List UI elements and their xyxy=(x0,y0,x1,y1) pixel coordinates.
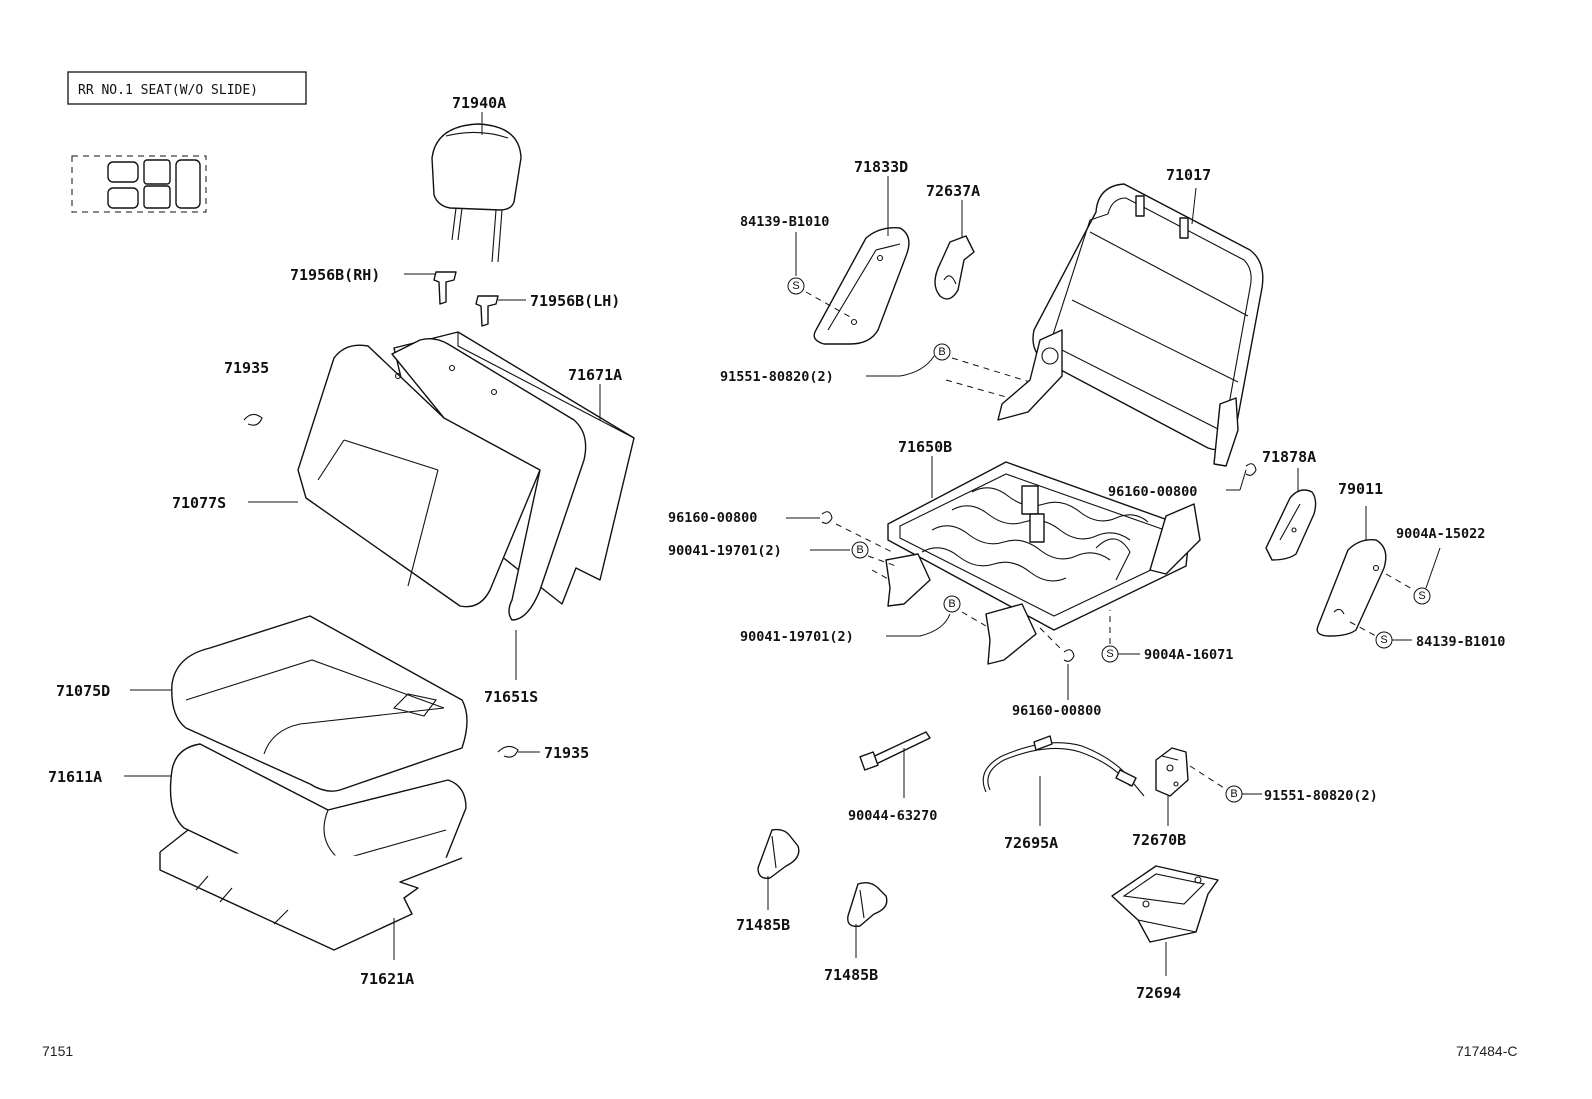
label-71077S: 71077S xyxy=(172,494,226,512)
shield-cover-79011[interactable] xyxy=(1316,539,1387,637)
label-9004A-16071: 9004A-16071 xyxy=(1144,647,1233,663)
label-71833D: 71833D xyxy=(854,158,908,176)
clip-96160-b[interactable] xyxy=(1245,463,1257,476)
label-71956B-rh: 71956B(RH) xyxy=(290,266,380,284)
label-84139-bottom: 84139-B1010 xyxy=(1416,634,1505,650)
label-90041-a: 90041-19701(2) xyxy=(668,543,782,559)
badge-s-9004A-15022: S xyxy=(1413,587,1431,605)
label-71671A: 71671A xyxy=(568,366,622,384)
label-71485B-b: 71485B xyxy=(824,966,878,984)
headrest-71940A[interactable] xyxy=(431,123,522,263)
seat-cushion-frame-71650B[interactable] xyxy=(885,461,1201,665)
footer-left-code: 7151 xyxy=(42,1043,73,1059)
label-71611A: 71611A xyxy=(48,768,102,786)
svg-text:B: B xyxy=(948,598,955,610)
badge-b-90041-b: B xyxy=(943,595,961,613)
badge-b-90041-a: B xyxy=(851,541,869,559)
label-71956B-lh: 71956B(LH) xyxy=(530,292,620,310)
diagram-title: RR NO.1 SEAT(W/O SLIDE) xyxy=(78,83,258,98)
lock-lever-72670B[interactable] xyxy=(1155,747,1189,797)
badge-b-91551-bottom: B xyxy=(1225,785,1243,803)
label-71935-top: 71935 xyxy=(224,359,269,377)
svg-text:S: S xyxy=(1380,634,1387,646)
svg-text:B: B xyxy=(856,544,863,556)
label-71935-bottom: 71935 xyxy=(544,744,589,762)
seatback-pad-71651S[interactable] xyxy=(391,337,587,621)
label-90044: 90044-63270 xyxy=(848,808,937,824)
badge-s-84139-top: S xyxy=(787,277,805,295)
leg-cover-71485B-a[interactable] xyxy=(757,828,800,879)
vehicle-seat-locator-icon xyxy=(71,155,207,213)
footer-right-code: 717484-C xyxy=(1456,1043,1518,1059)
hinge-cover-71833D[interactable] xyxy=(813,227,910,345)
release-cable-72695A[interactable] xyxy=(982,735,1145,797)
hog-ring-top[interactable] xyxy=(243,413,263,426)
headrest-support-lh[interactable] xyxy=(475,295,499,327)
svg-text:S: S xyxy=(1106,648,1113,660)
label-71485B-a: 71485B xyxy=(736,916,790,934)
label-91551-top: 91551-80820(2) xyxy=(720,369,834,385)
badge-s-84139-bottom: S xyxy=(1375,631,1393,649)
label-79011: 79011 xyxy=(1338,480,1383,498)
storage-tray-72694[interactable] xyxy=(1111,865,1219,943)
title-box: RR NO.1 SEAT(W/O SLIDE) xyxy=(67,71,307,105)
svg-text:S: S xyxy=(1418,590,1425,602)
clip-96160-c[interactable] xyxy=(1063,649,1075,662)
label-71878A: 71878A xyxy=(1262,448,1316,466)
label-71017: 71017 xyxy=(1166,166,1211,184)
label-96160-a: 96160-00800 xyxy=(668,510,757,526)
svg-text:B: B xyxy=(938,346,945,358)
hog-ring-bottom[interactable] xyxy=(497,745,519,758)
cushion-board-71621A[interactable] xyxy=(159,829,463,951)
seatback-frame-71017[interactable] xyxy=(997,183,1264,467)
label-84139-top: 84139-B1010 xyxy=(740,214,829,230)
cable-tie-90044[interactable] xyxy=(859,731,931,771)
label-71621A: 71621A xyxy=(360,970,414,988)
label-71075D: 71075D xyxy=(56,682,110,700)
label-96160-c: 96160-00800 xyxy=(1012,703,1101,719)
seat-cushion-cover-71075D[interactable] xyxy=(171,615,468,792)
label-72695A: 72695A xyxy=(1004,834,1058,852)
label-71651S: 71651S xyxy=(484,688,538,706)
badge-b-91551-top: B xyxy=(933,343,951,361)
badge-s-9004A-16071: S xyxy=(1101,645,1119,663)
label-9004A-15022: 9004A-15022 xyxy=(1396,526,1485,542)
hinge-cover-71878A[interactable] xyxy=(1265,489,1317,561)
headrest-support-rh[interactable] xyxy=(433,271,457,305)
label-96160-b: 96160-00800 xyxy=(1108,484,1197,500)
label-90041-b: 90041-19701(2) xyxy=(740,629,854,645)
label-71940A: 71940A xyxy=(452,94,506,112)
label-71650B: 71650B xyxy=(898,438,952,456)
svg-text:B: B xyxy=(1230,788,1237,800)
label-72670B: 72670B xyxy=(1132,831,1186,849)
label-72637A: 72637A xyxy=(926,182,980,200)
clip-96160-a[interactable] xyxy=(821,511,833,524)
leg-cover-71485B-b[interactable] xyxy=(847,881,888,927)
release-knob-72637A[interactable] xyxy=(934,235,975,300)
svg-text:S: S xyxy=(792,280,799,292)
label-72694: 72694 xyxy=(1136,984,1181,1002)
label-91551-bottom: 91551-80820(2) xyxy=(1264,788,1378,804)
